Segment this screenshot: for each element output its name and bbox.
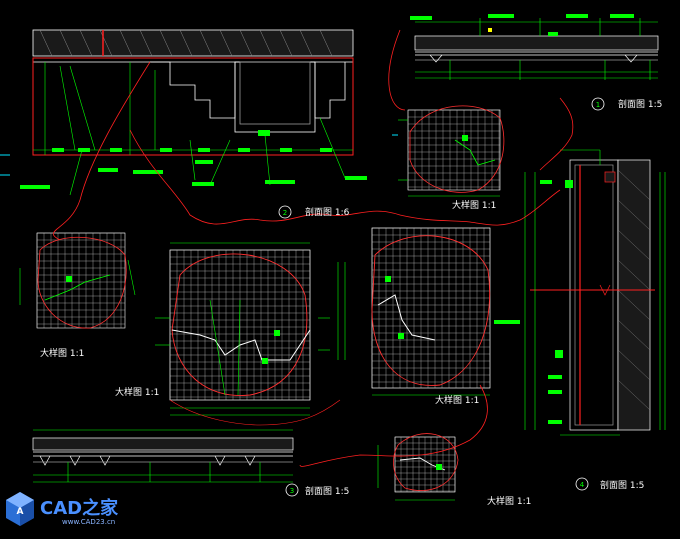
tag-section-top: 1: [596, 101, 600, 109]
detail-grid-upper-middle: [398, 105, 505, 197]
title-detail-center: 大样图 1:1: [115, 386, 159, 398]
tag-circle-section-mid: [278, 205, 292, 219]
revision-cloud-path: [53, 29, 574, 467]
title-detail-bottom-right: 大样图 1:1: [487, 495, 531, 507]
cad-logo-icon: A: [6, 492, 34, 526]
section-strip-top-right: [414, 35, 659, 63]
section-strip-bottom-left: [32, 437, 294, 466]
title-detail-upper: 大样图 1:1: [452, 199, 496, 211]
slab-hatch: [32, 29, 354, 57]
title-detail-left: 大样图 1:1: [40, 347, 84, 359]
title-section-bottom: 剖面图 1:5: [305, 485, 349, 497]
tag-section-bottom: 3: [290, 487, 294, 495]
dimensions-top-left: [33, 62, 353, 196]
detail-grid-left: [19, 232, 136, 329]
drawing-titles: 2 剖面图 1:6 1 剖面图 1:5 大样图 1:1 大样图 1:1 大样图 …: [40, 98, 662, 507]
title-detail-right-center: 大样图 1:1: [435, 394, 479, 406]
accent-lines: [0, 28, 492, 176]
section-vertical-right: [530, 159, 655, 431]
dimension-tags-top-right: [410, 14, 634, 36]
svg-text:A: A: [17, 507, 24, 517]
revision-cloud-center: [169, 399, 341, 426]
title-section-top: 剖面图 1:5: [618, 98, 662, 110]
detail-grid-bottom-right: [377, 433, 459, 501]
detail-grid-center: [155, 242, 330, 416]
title-section-mid: 剖面图 1:6: [305, 206, 350, 218]
detail-grid-right-center: [337, 227, 520, 396]
dimensions-top-right: [415, 18, 658, 80]
watermark-brand: CAD之家: [40, 497, 119, 519]
tag-section-mid: 2: [283, 209, 287, 217]
title-section-right: 剖面图 1:5: [600, 479, 644, 491]
tag-section-right-top: [591, 97, 605, 111]
dimensions-bottom-left: [33, 429, 293, 483]
tag-circle-section-right: [575, 477, 589, 491]
slab-hatch-lines: [39, 29, 333, 57]
section-cut-border: [32, 57, 354, 156]
tag-section-right: 4: [580, 481, 585, 489]
watermark: A CAD之家 www.CAD23.cn: [6, 492, 119, 526]
dimension-tags-top-left: [20, 130, 367, 189]
dimensions-right-vertical: [524, 149, 666, 436]
watermark-url: www.CAD23.cn: [62, 518, 115, 526]
dimension-tags-right: [540, 180, 573, 424]
tag-circle-section-bottom: [285, 483, 299, 497]
section-elevation-top-left: [32, 29, 354, 156]
